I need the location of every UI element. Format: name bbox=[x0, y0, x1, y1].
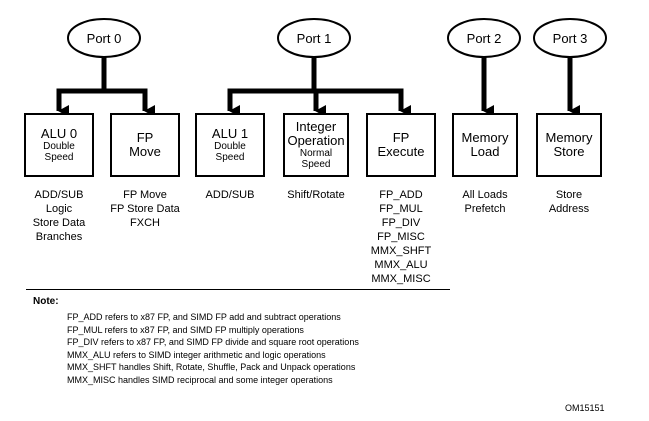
unit-ops-list: Shift/Rotate bbox=[271, 188, 361, 202]
connector-lines bbox=[56, 57, 580, 117]
unit-subtitle-line: Double bbox=[214, 141, 246, 152]
unit-title-line: Execute bbox=[377, 144, 425, 159]
unit-title-line: ALU 0 bbox=[40, 126, 78, 141]
figure-id: OM15151 bbox=[565, 403, 605, 413]
unit-title-line: FP bbox=[392, 130, 410, 145]
port-3-node bbox=[533, 18, 607, 58]
note-line: MMX_MISC handles SIMD reciprocal and som… bbox=[67, 374, 333, 385]
unit-op: FP_MISC bbox=[377, 231, 425, 243]
note-line: FP_ADD refers to x87 FP, and SIMD FP add… bbox=[67, 312, 341, 322]
unit-title-line: Store bbox=[553, 144, 585, 159]
port-2-node bbox=[447, 18, 521, 58]
unit-op: MMX_SHFT bbox=[370, 245, 432, 257]
note-line: MMX_SHFT handles Shift, Rotate, Shuffle,… bbox=[67, 362, 356, 372]
unit-op: FP_ADD bbox=[379, 189, 423, 201]
port-1-node bbox=[277, 18, 351, 58]
unit-op: FP Move bbox=[123, 189, 167, 201]
unit-title-line: ALU 1 bbox=[211, 126, 249, 141]
unit-ops-list: ADD/SUB bbox=[185, 188, 275, 202]
unit-subtitle-line: Speed bbox=[44, 152, 74, 163]
unit-op: Shift/Rotate bbox=[287, 189, 345, 201]
unit-op: Store bbox=[555, 189, 583, 201]
unit-op: FP_MUL bbox=[379, 203, 423, 215]
unit-title-line: Memory bbox=[545, 130, 593, 145]
port-nodes: Port 0 Port 1 Port 2 Port 3 bbox=[67, 18, 607, 58]
unit-op: FP Store Data bbox=[110, 203, 180, 215]
unit-title-line: Move bbox=[129, 144, 161, 159]
unit-op: Address bbox=[548, 203, 590, 215]
unit-op: MMX_ALU bbox=[374, 259, 428, 271]
unit-op: Logic bbox=[45, 203, 73, 215]
unit-title-line: Integer bbox=[295, 119, 337, 134]
unit-subtitle-line: Normal bbox=[299, 148, 333, 159]
unit-subtitle-line: Speed bbox=[215, 152, 245, 163]
unit-op: Prefetch bbox=[464, 203, 506, 215]
unit-op: MMX_MISC bbox=[371, 273, 431, 285]
unit-title-line: Operation bbox=[287, 133, 345, 148]
unit-ops-list: FP_ADD FP_MUL FP_DIV FP_MISC MMX_SHFT MMX_ALU… bbox=[356, 188, 446, 286]
port-0-label: Port 0 bbox=[87, 31, 122, 46]
unit-op: FP_DIV bbox=[381, 217, 421, 229]
unit-subtitle-line: Double bbox=[43, 141, 75, 152]
note-line: FP_MUL refers to x87 FP, and SIMD FP mul… bbox=[67, 324, 304, 335]
note-lines: FP_ADD refers to x87 FP, and SIMD FP add… bbox=[67, 311, 359, 386]
port-2-label: Port 2 bbox=[467, 31, 502, 46]
unit-op: Branches bbox=[35, 231, 83, 243]
unit-title-line: Load bbox=[470, 144, 500, 159]
unit-subtitle-line: Speed bbox=[301, 159, 331, 170]
note-title: Note: bbox=[33, 296, 59, 307]
port-3-label: Port 3 bbox=[553, 31, 588, 46]
unit-title-line: FP bbox=[136, 130, 154, 145]
unit-op: ADD/SUB bbox=[205, 189, 255, 201]
note-divider bbox=[26, 289, 450, 290]
unit-op: ADD/SUB bbox=[34, 189, 84, 201]
unit-op: Store Data bbox=[32, 217, 86, 229]
port-1-label: Port 1 bbox=[297, 31, 332, 46]
note-line: FP_DIV refers to x87 FP, and SIMD FP div… bbox=[67, 337, 359, 347]
port-0-node bbox=[67, 18, 141, 58]
note-line: MMX_ALU refers to SIMD integer arithmeti… bbox=[67, 349, 326, 360]
unit-title-line: Memory bbox=[461, 130, 509, 145]
unit-op: All Loads bbox=[462, 189, 508, 201]
unit-op: FXCH bbox=[130, 217, 160, 229]
